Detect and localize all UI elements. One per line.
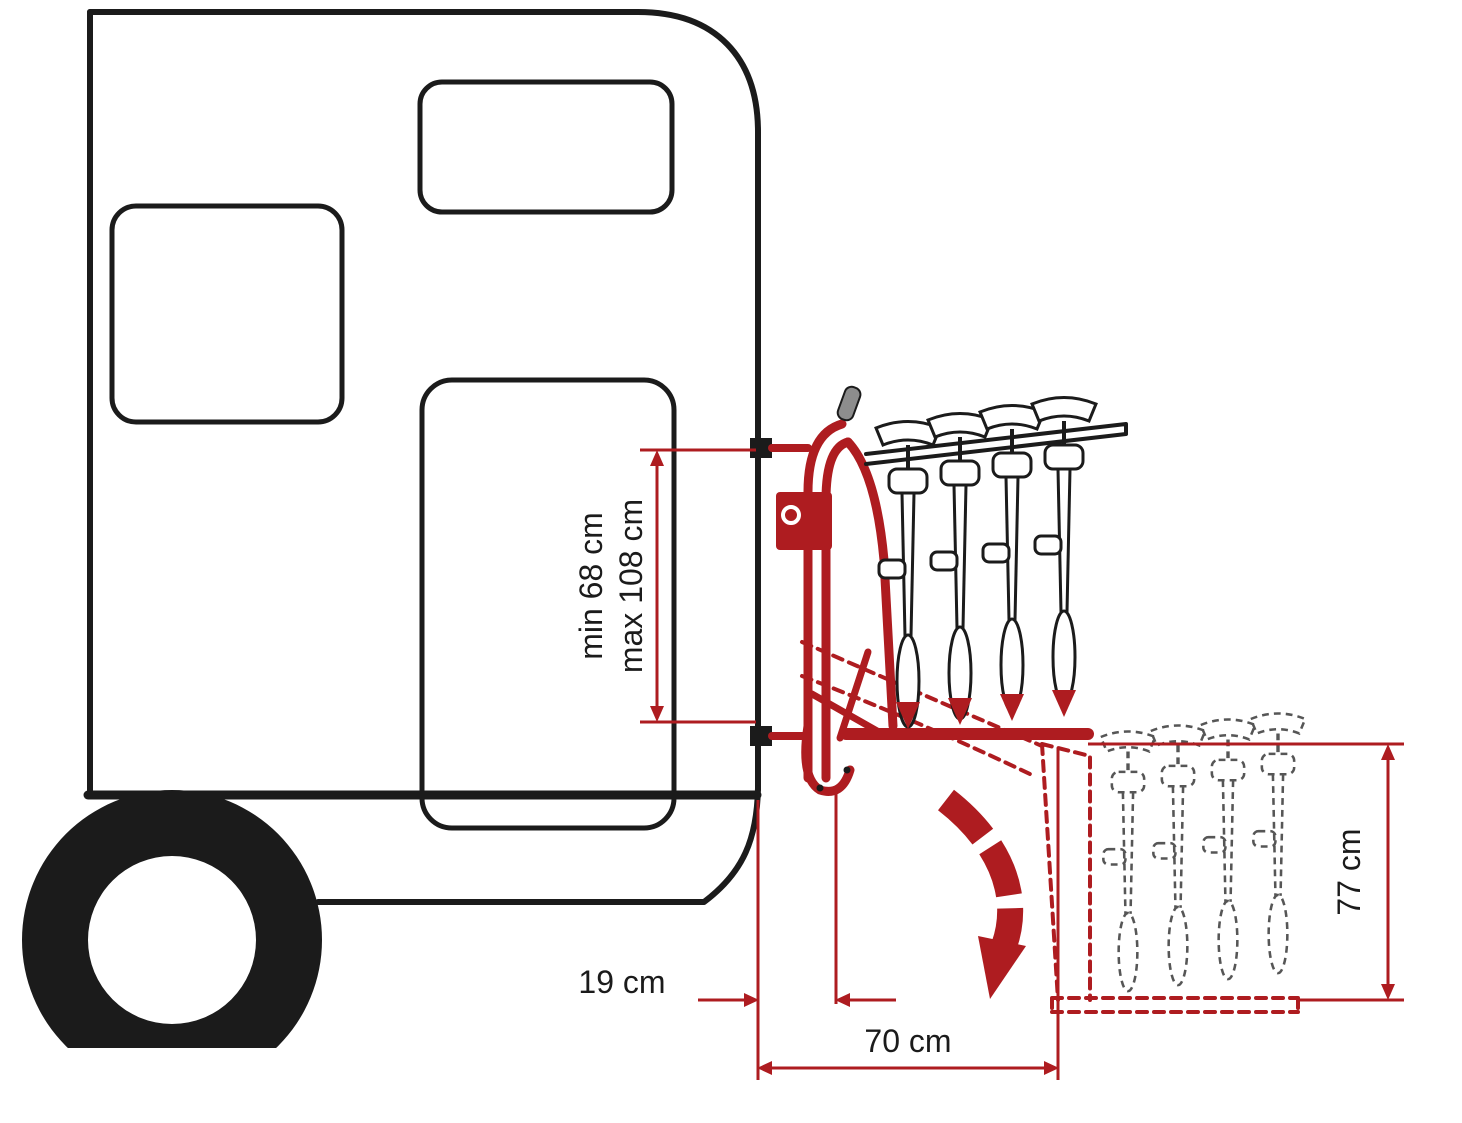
release-handle xyxy=(836,385,862,422)
motion-arrow-curve xyxy=(937,789,1024,951)
rack-vertical-tube-outer xyxy=(803,419,847,783)
label-wall-offset: 19 cm xyxy=(578,964,665,1000)
dimension-drop-height: 77 cm xyxy=(1088,742,1404,1002)
rack-strut-b xyxy=(836,648,872,742)
dimension-platform-depth: 70 cm xyxy=(757,748,1060,1080)
wheel-arch-ground-mask xyxy=(0,1048,370,1123)
depth-arrowhead-right xyxy=(1044,1061,1059,1075)
motion-arrowhead-icon xyxy=(978,936,1026,999)
wheel-arrow-4 xyxy=(1052,690,1076,717)
wheel-arch xyxy=(22,790,322,1090)
dimension-mount-height: min 68 cm max 108 cm xyxy=(573,448,756,724)
folded-bike-4 xyxy=(1249,711,1307,975)
rack-diagonal-tube xyxy=(843,437,898,731)
window-rear-top xyxy=(417,79,675,215)
wall-mount-top xyxy=(750,438,772,458)
wall-mount-bottom xyxy=(750,726,772,746)
bike-1 xyxy=(874,419,942,729)
dimensions: min 68 cm max 108 cm 19 cm 70 cm 77 cm xyxy=(573,448,1404,1080)
bikes-upright xyxy=(874,395,1098,729)
hook-bolt-b xyxy=(843,766,851,774)
folded-rail xyxy=(1050,996,1300,1014)
hook-bolt-a xyxy=(816,784,824,792)
brand-logo-icon xyxy=(781,505,801,525)
offset-arrowhead-left xyxy=(835,993,850,1007)
height-arrowhead-down xyxy=(650,706,664,722)
bike-rack xyxy=(750,385,1128,796)
label-platform-depth: 70 cm xyxy=(864,1023,951,1059)
drop-arrowhead-up xyxy=(1381,744,1395,760)
folded-position xyxy=(800,640,1307,1014)
height-arrowhead-up xyxy=(650,450,664,466)
label-drop-height: 77 cm xyxy=(1331,828,1367,915)
window-side xyxy=(109,203,345,425)
offset-arrowhead-right xyxy=(744,993,759,1007)
label-height-min: min 68 cm xyxy=(573,512,609,660)
bikes-folded xyxy=(1099,711,1307,993)
folded-platform-outline xyxy=(1040,742,1092,1002)
folded-bike-3 xyxy=(1199,717,1257,981)
wheel-arrow-2 xyxy=(948,698,972,725)
motion-arrow xyxy=(937,789,1026,999)
vehicle xyxy=(0,9,762,1123)
folded-arm-lower xyxy=(800,674,1036,778)
folded-bike-2 xyxy=(1149,723,1207,987)
body-lower-rear-outline xyxy=(315,785,761,905)
wheel-arrow-3 xyxy=(1000,694,1024,721)
dimension-wall-offset: 19 cm xyxy=(578,790,896,1080)
folded-bike-1 xyxy=(1099,729,1157,993)
depth-arrowhead-left xyxy=(757,1061,772,1075)
door-window xyxy=(419,377,677,831)
label-height-max: max 108 cm xyxy=(613,499,649,673)
bike-2 xyxy=(926,411,994,721)
wheel-holder-arrows xyxy=(896,690,1076,729)
drop-arrowhead-down xyxy=(1381,984,1395,1000)
wheel-arrow-1 xyxy=(896,702,920,729)
body-top-rear-outline xyxy=(87,9,761,793)
